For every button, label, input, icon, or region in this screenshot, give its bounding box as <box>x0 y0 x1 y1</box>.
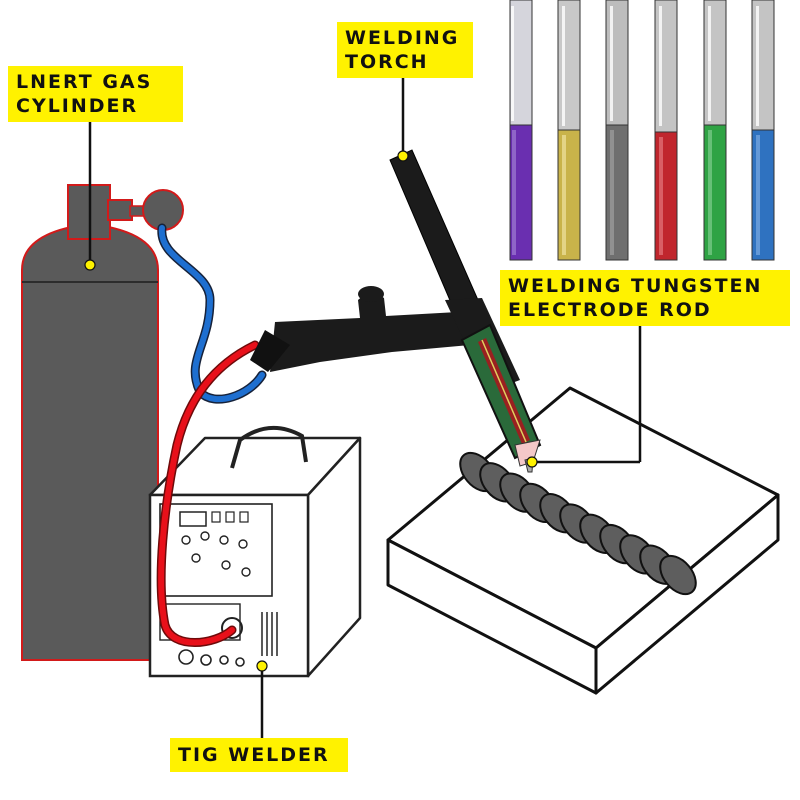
rod-red <box>654 0 678 261</box>
label-text: TIG WELDER <box>178 744 330 766</box>
label-inert-gas-cylinder: LNERT GAS CYLINDER <box>8 66 183 122</box>
label-dots <box>84 150 538 672</box>
label-welding-torch: WELDING TORCH <box>337 22 473 78</box>
label-text: CYLINDER <box>16 95 139 117</box>
rod-gold <box>557 0 581 261</box>
label-text: WELDING <box>345 27 460 49</box>
rod-purple <box>509 0 533 261</box>
label-text: WELDING TUNGSTEN <box>508 275 763 297</box>
gas-cylinder <box>21 184 184 661</box>
label-tig-welder: TIG WELDER <box>170 738 348 772</box>
rod-blue <box>751 0 775 261</box>
tungsten-rods <box>509 0 775 261</box>
label-tungsten-electrode-rod: WELDING TUNGSTEN ELECTRODE ROD <box>500 270 790 326</box>
rod-green <box>703 0 727 261</box>
rod-grey <box>605 0 629 261</box>
tig-welder-machine <box>148 425 362 678</box>
welding-torch <box>250 149 542 473</box>
weld-ripple <box>659 554 697 596</box>
label-text: TORCH <box>345 51 429 73</box>
weld-bead <box>459 451 697 596</box>
label-leader-lines <box>88 78 642 740</box>
label-text: ELECTRODE ROD <box>508 299 712 321</box>
label-text: LNERT GAS <box>16 71 153 93</box>
